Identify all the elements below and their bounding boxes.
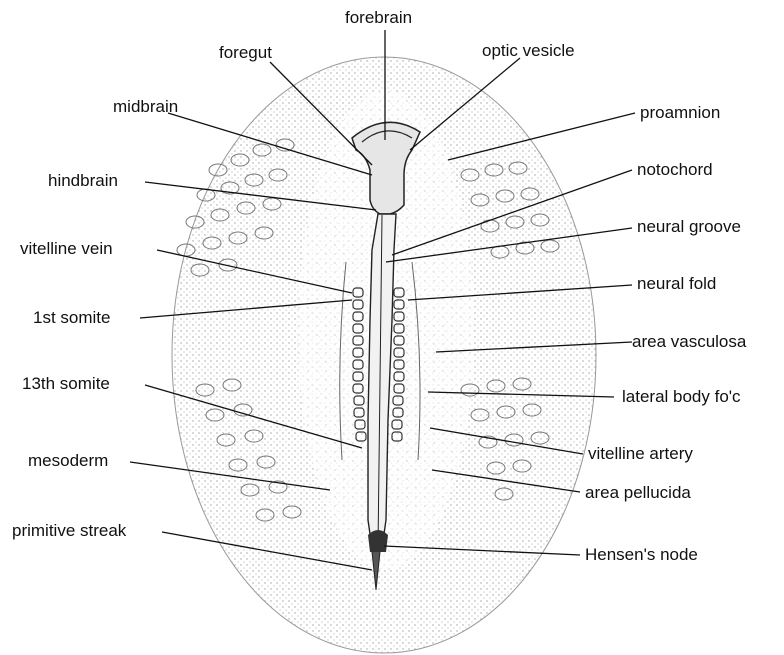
label-hindbrain: hindbrain xyxy=(48,171,118,191)
label-midbrain: midbrain xyxy=(113,97,178,117)
hensens-node-shape xyxy=(368,530,388,552)
label-vitelline-artery: vitelline artery xyxy=(588,444,693,464)
label-forebrain: forebrain xyxy=(345,8,412,28)
label-primitive-streak: primitive streak xyxy=(12,521,126,541)
label-neural-fold: neural fold xyxy=(637,274,716,294)
label-vitelline-vein: vitelline vein xyxy=(20,239,113,259)
label-lateral-body-fold: lateral body fo'c xyxy=(622,387,741,407)
label-proamnion: proamnion xyxy=(640,103,720,123)
label-neural-groove: neural groove xyxy=(637,217,741,237)
label-area-pellucida: area pellucida xyxy=(585,483,691,503)
label-area-vasculosa: area vasculosa xyxy=(632,332,746,352)
label-notochord: notochord xyxy=(637,160,713,180)
label-thirteenth-somite: 13th somite xyxy=(22,374,110,394)
label-foregut: foregut xyxy=(219,43,272,63)
label-hensens-node: Hensen's node xyxy=(585,545,698,565)
label-mesoderm: mesoderm xyxy=(28,451,108,471)
label-first-somite: 1st somite xyxy=(33,308,110,328)
label-optic-vesicle: optic vesicle xyxy=(482,41,575,61)
